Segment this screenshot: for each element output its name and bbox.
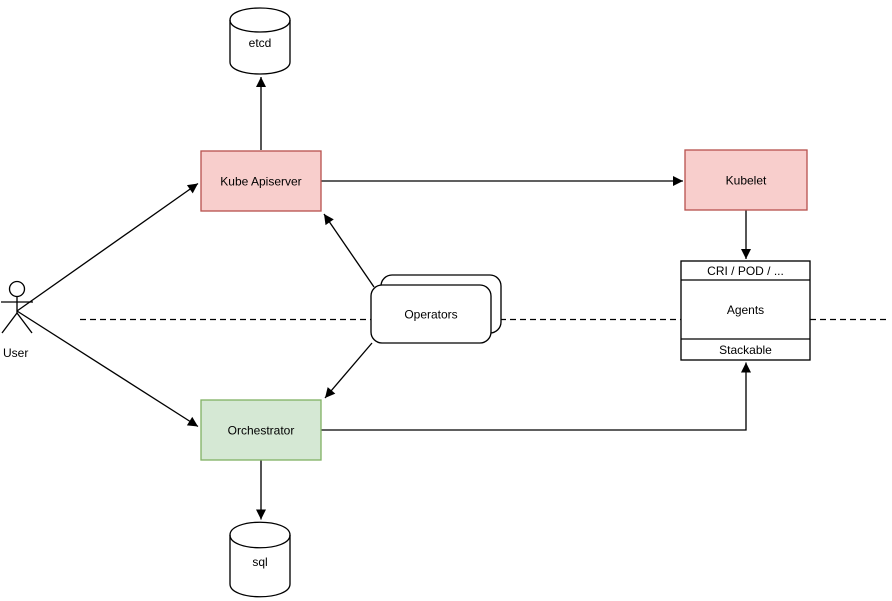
sql-cylinder-shape: [229, 521, 291, 598]
orchestrator-box: [200, 399, 322, 461]
operators-front-card: [370, 284, 492, 344]
edge-orchestrator-to-stackable[interactable]: [321, 362, 751, 431]
user-actor-left-leg: [1, 312, 18, 334]
user-actor-head: [8, 280, 26, 298]
agents-stack-header-label: CRI / POD / ...: [707, 264, 784, 278]
node-etcd[interactable]: etcd: [229, 7, 291, 75]
sql-cylinder-top-arc: [229, 534, 291, 549]
edge-user-to-orchestrator[interactable]: [16, 310, 199, 428]
agents-stack-box: [680, 260, 811, 361]
node-agents-stack[interactable]: CRI / POD / ... Agents Stackable: [680, 260, 811, 361]
node-user[interactable]: User: [1, 280, 33, 361]
node-sql[interactable]: sql: [229, 521, 291, 598]
edge-operators-to-apiserver[interactable]: [323, 213, 375, 288]
kube-apiserver-box: [200, 150, 322, 212]
node-orchestrator[interactable]: Orchestrator: [200, 399, 322, 461]
operators-label: Operators: [404, 308, 457, 322]
node-kubelet[interactable]: Kubelet: [684, 149, 808, 211]
sql-label: sql: [252, 555, 267, 569]
user-label: User: [3, 346, 28, 360]
node-operators[interactable]: Operators: [370, 274, 502, 344]
edge-user-to-apiserver[interactable]: [16, 182, 199, 312]
agents-stack-body-label: Agents: [727, 303, 764, 317]
etcd-cylinder-top-arc: [229, 19, 291, 33]
kubelet-label: Kubelet: [726, 174, 767, 188]
orchestrator-label: Orchestrator: [228, 424, 295, 438]
etcd-label: etcd: [249, 36, 272, 50]
kubelet-box: [684, 149, 808, 211]
etcd-cylinder-shape: [229, 7, 291, 75]
agents-stack-footer-label: Stackable: [719, 343, 772, 357]
edge-operators-to-orchestrator[interactable]: [324, 342, 373, 399]
user-actor-right-leg: [16, 312, 33, 334]
node-kube-apiserver[interactable]: Kube Apiserver: [200, 150, 322, 212]
kube-apiserver-label: Kube Apiserver: [220, 175, 301, 189]
